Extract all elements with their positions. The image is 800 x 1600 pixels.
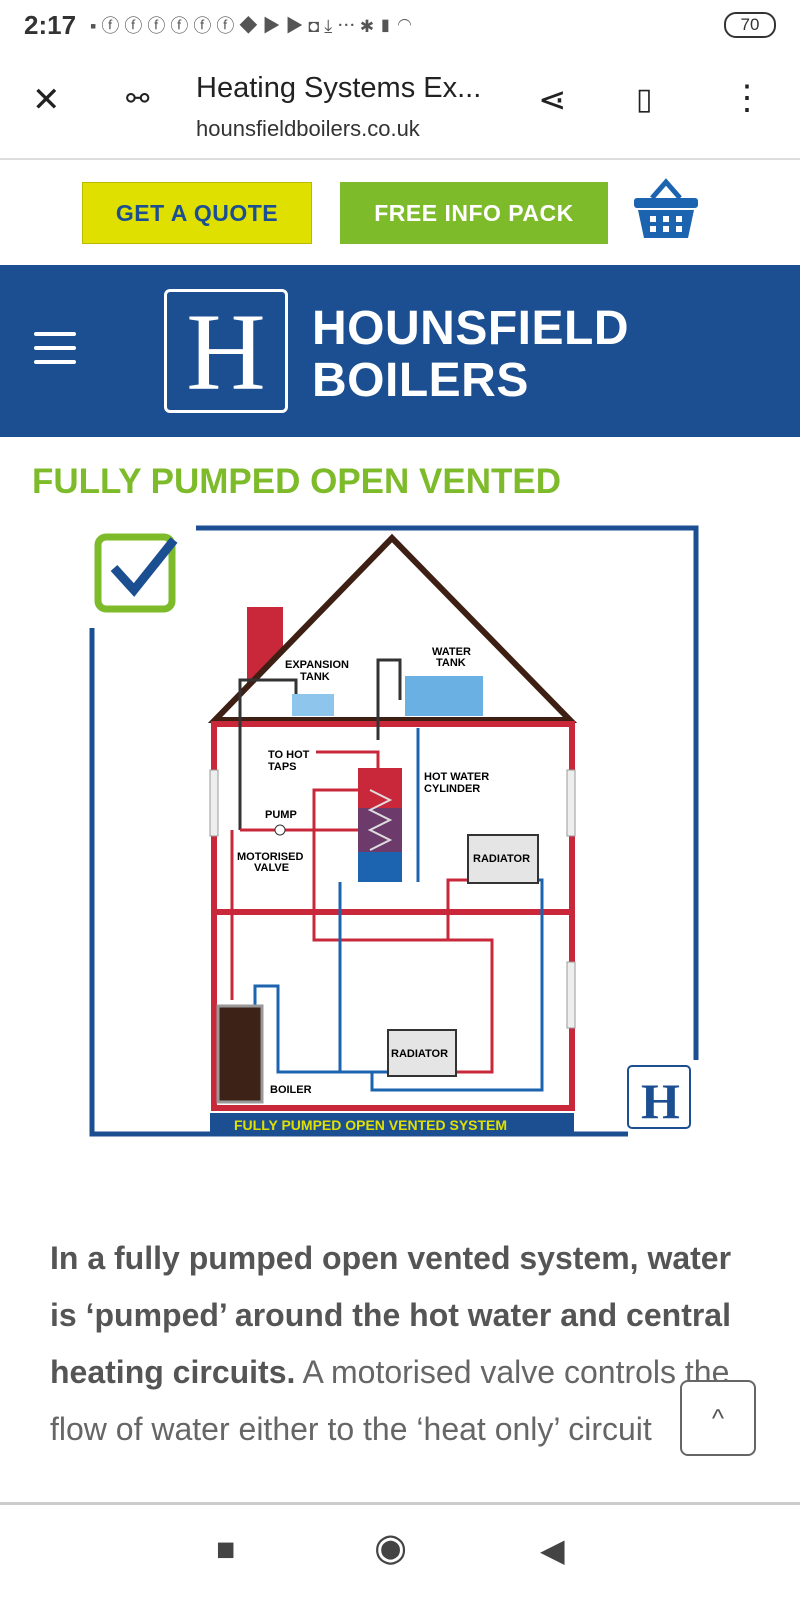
get-a-quote-button[interactable]: GET A QUOTE	[82, 182, 312, 244]
paragraph-text: A motorised valve controls the flow of w…	[50, 1354, 730, 1447]
label-water-tank-2: TANK	[436, 657, 466, 669]
basket-icon[interactable]	[632, 176, 700, 242]
close-icon[interactable]: ✕	[32, 81, 61, 119]
logo[interactable]: H	[164, 289, 288, 413]
brand-line-2: BOILERS	[312, 354, 529, 407]
label-to-hot-taps-2: TAPS	[268, 761, 297, 773]
site-settings-icon[interactable]: ⚯	[126, 83, 150, 114]
free-info-pack-button[interactable]: FREE INFO PACK	[340, 182, 608, 244]
menu-icon[interactable]	[34, 332, 76, 374]
battery-indicator: 70	[724, 12, 776, 38]
label-boiler: BOILER	[270, 1084, 312, 1096]
radiator-lower	[387, 1029, 457, 1077]
body-paragraph: In a fully pumped open vented system, wa…	[50, 1230, 750, 1458]
browser-toolbar: ✕ ⚯ Heating Systems Ex... hounsfieldboil…	[0, 50, 800, 160]
label-valve: MOTORISED	[237, 851, 303, 863]
boiler	[216, 1004, 264, 1104]
system-nav-bar: ■ ◉ ◀	[0, 1502, 800, 1600]
expansion-tank	[292, 694, 334, 716]
label-valve-2: VALVE	[254, 862, 289, 874]
radiator-upper	[467, 834, 539, 884]
label-cylinder: HOT WATER	[424, 771, 489, 783]
section-heading: FULLY PUMPED OPEN VENTED	[32, 462, 561, 501]
share-icon[interactable]: ⋖	[538, 81, 567, 119]
label-radiator-upper: RADIATOR	[473, 853, 530, 865]
check-mark	[110, 537, 178, 597]
recents-icon[interactable]: ■	[216, 1531, 236, 1567]
label-expansion-tank: EXPANSION	[285, 659, 349, 671]
paragraph-lead: In a fully pumped open vented system, wa…	[50, 1240, 732, 1390]
scroll-to-top-button[interactable]: ^	[680, 1380, 756, 1456]
label-cylinder-2: CYLINDER	[424, 783, 480, 795]
diagram-logo-letter: H	[641, 1073, 680, 1129]
more-options-icon[interactable]: ⋮	[730, 79, 764, 117]
label-water-tank: WATER	[432, 646, 471, 658]
page-url[interactable]: hounsfieldboilers.co.uk	[196, 116, 420, 141]
label-pump: PUMP	[265, 809, 297, 821]
label-expansion-tank-2: TANK	[300, 671, 330, 683]
frame-line	[196, 525, 699, 1060]
status-bar: 2:17 ▪ ⓕ ⓕ ⓕ ⓕ ⓕ ⓕ ◆ ▶ ▶ ◘ ⤓ ⋯ ✱ ▮ ◠ 70	[0, 0, 800, 50]
roof	[207, 533, 578, 723]
page-title: Heating Systems Ex...	[196, 72, 482, 104]
house-walls	[211, 721, 575, 1111]
diagram-caption: FULLY PUMPED OPEN VENTED SYSTEM	[234, 1117, 507, 1133]
site-header: H HOUNSFIELD BOILERS	[0, 265, 800, 437]
notification-icons: ▪ ⓕ ⓕ ⓕ ⓕ ⓕ ⓕ ◆ ▶ ▶ ◘ ⤓ ⋯ ✱ ▮ ◠	[90, 16, 412, 36]
brand-name[interactable]: HOUNSFIELD BOILERS	[312, 303, 629, 407]
label-to-hot-taps: TO HOT	[268, 749, 310, 761]
water-tank	[405, 676, 483, 716]
brand-line-1: HOUNSFIELD	[312, 302, 629, 355]
clock: 2:17	[24, 9, 77, 40]
pump-symbol	[274, 824, 286, 836]
bookmark-icon[interactable]: ▯	[636, 83, 653, 116]
check-icon	[94, 533, 176, 613]
diagram-logo	[627, 1065, 691, 1129]
back-icon[interactable]: ◀	[540, 1532, 565, 1568]
home-icon[interactable]: ◉	[374, 1527, 408, 1569]
label-radiator-lower: RADIATOR	[391, 1048, 448, 1060]
